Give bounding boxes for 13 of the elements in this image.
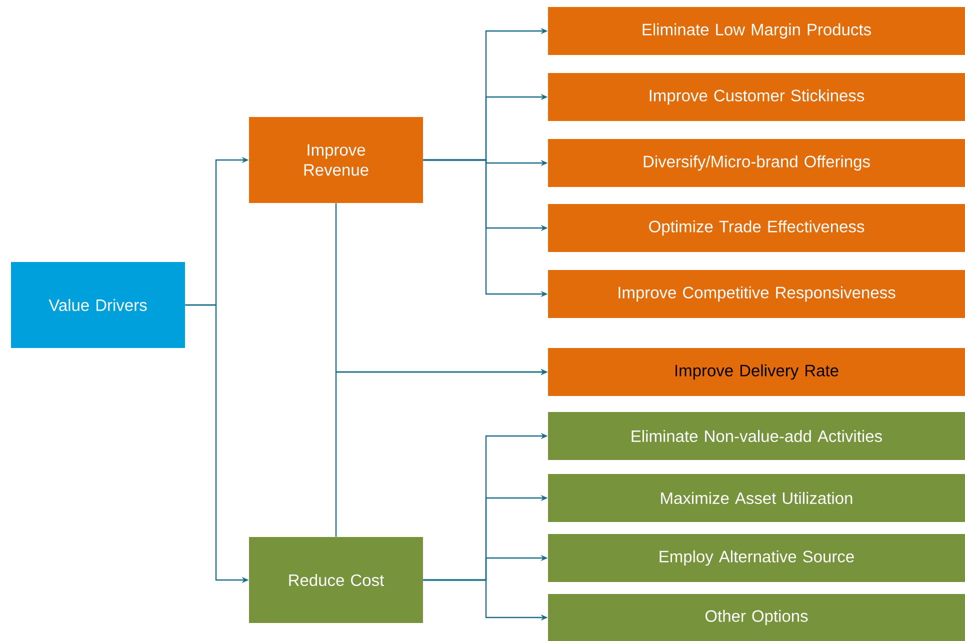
category-box: Improve Revenue	[249, 117, 423, 203]
driver-box: Eliminate Low Margin Products	[548, 7, 965, 55]
driver-box: Eliminate Non-value-add Activities	[548, 412, 965, 460]
driver-box: Maximize Asset Utilization	[548, 474, 965, 522]
category-box: Reduce Cost	[249, 537, 423, 623]
driver-box: Other Options	[548, 594, 965, 641]
root-box: Value Drivers	[11, 262, 185, 348]
driver-box: Diversify/Micro-brand Offerings	[548, 139, 965, 187]
driver-box: Optimize Trade Effectiveness	[548, 204, 965, 252]
driver-box: Improve Competitive Responsiveness	[548, 270, 965, 318]
driver-box: Improve Customer Stickiness	[548, 73, 965, 121]
driver-box: Employ Alternative Source	[548, 534, 965, 582]
driver-box: Improve Delivery Rate	[548, 348, 965, 396]
